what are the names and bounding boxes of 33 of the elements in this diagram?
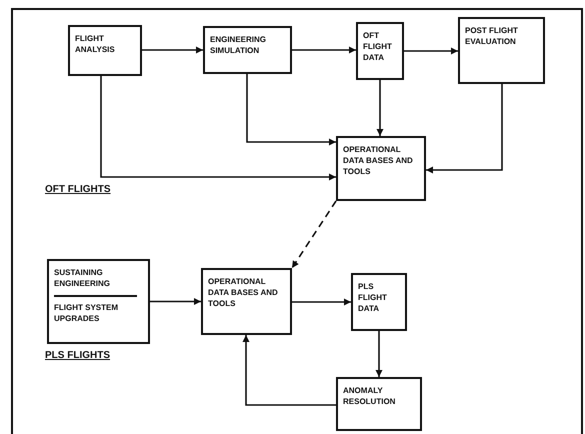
box-text: OPERATIONAL DATA BASES AND TOOLS [343,144,414,177]
process-box [458,17,545,84]
section-label: PLS FLIGHTS [45,350,110,361]
arrow [426,84,503,174]
box-text: FLIGHT ANALYSIS [75,33,116,55]
arrow [242,335,336,406]
box-text: ANOMALY RESOLUTION [343,385,396,407]
process-box [47,259,150,344]
box-text: PLS FLIGHT DATA [358,281,388,314]
process-box [203,26,292,74]
process-box [351,273,407,331]
process-box [356,22,404,80]
arrow [376,331,382,377]
box-text: OPERATIONAL DATA BASES AND TOOLS [208,276,279,309]
arrow [142,46,203,54]
arrow [100,76,336,180]
process-box [336,377,422,431]
arrow [404,48,458,54]
process-box [201,268,292,335]
arrow [150,298,201,305]
dashed-arrow [291,200,337,268]
process-box [68,25,142,76]
process-box [336,136,426,201]
box-text: SUSTAINING ENGINEERING [54,267,112,289]
section-label: OFT FLIGHTS [45,184,111,195]
box-text: OFT FLIGHT DATA [363,30,393,63]
arrow [376,80,384,136]
arrow [292,46,356,54]
arrow [246,74,336,146]
box-text: ENGINEERING SIMULATION [210,34,268,56]
box-text: FLIGHT SYSTEM UPGRADES [54,302,119,324]
arrow [292,298,351,306]
box-text: POST FLIGHT EVALUATION [465,25,519,47]
